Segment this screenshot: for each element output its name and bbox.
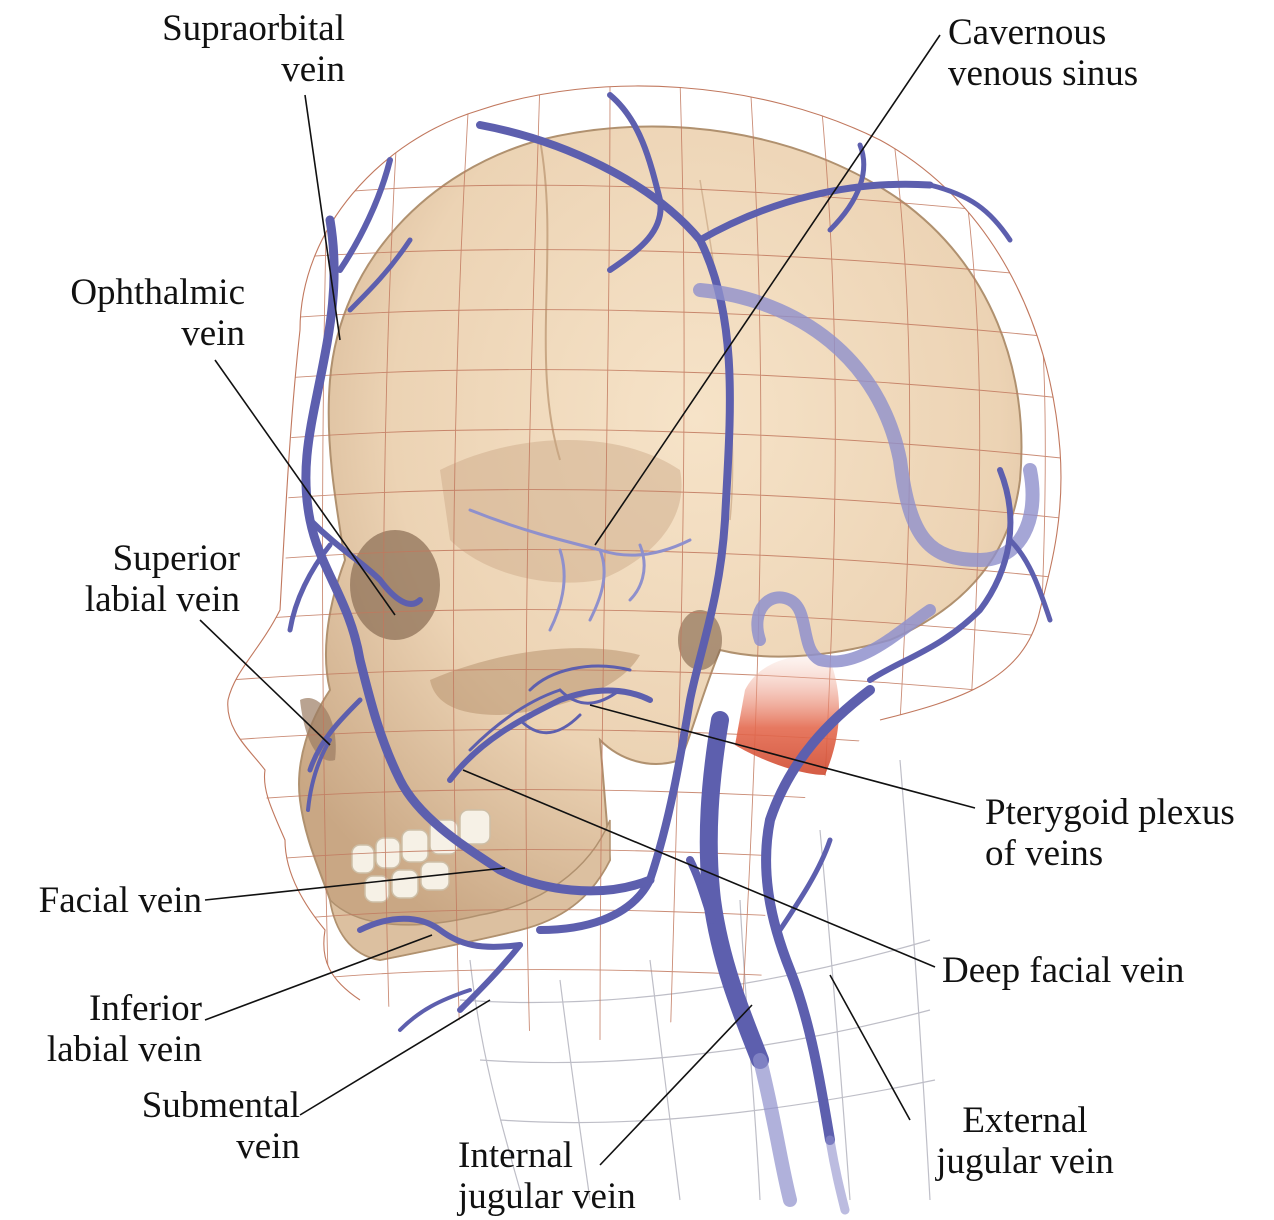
label-superior-labial-line1: Superior xyxy=(20,538,240,579)
label-external-jugular-line2: jugular vein xyxy=(880,1141,1170,1182)
label-ophthalmic-vein: Ophthalmic vein xyxy=(20,272,245,354)
eye-socket xyxy=(350,530,440,640)
label-cavernous-line1: Cavernous xyxy=(948,12,1138,53)
label-cavernous-line2: venous sinus xyxy=(948,53,1138,94)
label-supraorbital-line1: Supraorbital xyxy=(100,8,345,49)
label-pterygoid-plexus: Pterygoid plexus of veins xyxy=(985,792,1235,874)
leader-superior-labial xyxy=(200,620,330,745)
label-external-jugular-vein: External jugular vein xyxy=(880,1100,1170,1182)
label-cavernous-venous-sinus: Cavernous venous sinus xyxy=(948,12,1138,94)
label-supraorbital-vein: Supraorbital vein xyxy=(100,8,345,90)
label-inferior-labial-line2: labial vein xyxy=(0,1029,202,1070)
label-submental-vein: Submental vein xyxy=(80,1085,300,1167)
label-pterygoid-line1: Pterygoid plexus xyxy=(985,792,1235,833)
leader-inferior-labial xyxy=(205,935,432,1020)
label-supraorbital-line2: vein xyxy=(100,49,345,90)
label-superior-labial-line2: labial vein xyxy=(20,579,240,620)
label-inferior-labial-vein: Inferior labial vein xyxy=(0,988,202,1070)
label-internal-jugular-line2: jugular vein xyxy=(458,1176,636,1217)
label-submental-line2: vein xyxy=(80,1126,300,1167)
label-superior-labial-vein: Superior labial vein xyxy=(20,538,240,620)
label-deep-facial-vein: Deep facial vein xyxy=(942,950,1184,991)
label-internal-jugular-line1: Internal xyxy=(458,1135,636,1176)
leader-submental xyxy=(300,1000,490,1115)
label-submental-line1: Submental xyxy=(80,1085,300,1126)
label-facial-vein: Facial vein xyxy=(0,880,202,921)
label-pterygoid-line2: of veins xyxy=(985,833,1235,874)
label-external-jugular-line1: External xyxy=(880,1100,1170,1141)
label-internal-jugular-vein: Internal jugular vein xyxy=(458,1135,636,1217)
label-facial-line1: Facial vein xyxy=(0,880,202,921)
label-ophthalmic-line1: Ophthalmic xyxy=(20,272,245,313)
label-inferior-labial-line1: Inferior xyxy=(0,988,202,1029)
label-ophthalmic-line2: vein xyxy=(20,313,245,354)
label-deep-facial-line1: Deep facial vein xyxy=(942,950,1184,991)
